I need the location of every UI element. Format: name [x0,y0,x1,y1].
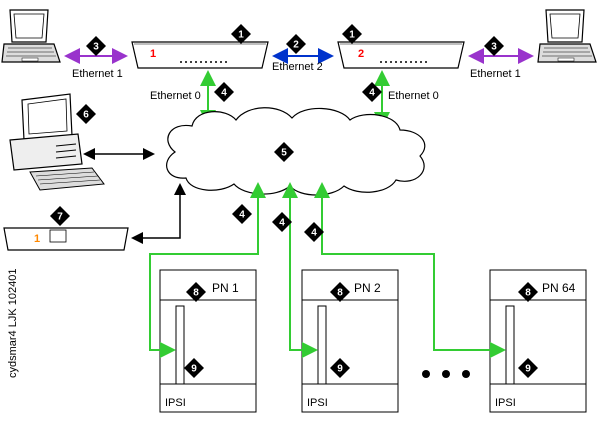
callout-link-c: 4 [304,222,324,242]
callout-number: 9 [191,364,197,375]
callout-pn1: 8 [186,282,206,302]
server-1: 1 [131,41,269,69]
ipsi-link-1 [149,182,266,358]
ups-link [131,183,186,244]
laptop-icon [537,9,597,63]
callout-eth1-left: 3 [86,36,106,56]
callout-ipsi64: 9 [518,358,538,378]
pn-label: PN 2 [354,281,381,295]
callout-pn2: 8 [330,282,350,302]
callout-number: 3 [93,42,99,53]
callout-number: 4 [239,210,245,221]
callout-network: 5 [274,142,294,162]
callout-pn64: 8 [518,282,538,302]
callout-link-b: 4 [272,212,292,232]
port-network-1: PN 1 IPSI [159,269,257,413]
callout-ups: 7 [50,206,70,226]
callout-number: 5 [281,148,287,159]
callout-number: 4 [311,228,317,239]
callout-server2: 1 [342,24,362,44]
callout-server1: 1 [231,24,251,44]
callout-number: 3 [491,42,497,53]
callout-number: 1 [349,30,355,41]
callout-link-a: 4 [232,204,252,224]
callout-number: 9 [337,364,343,375]
server-number: 2 [358,48,364,60]
server-number: 1 [150,48,156,60]
figure-id: cydsmar4 LJK 102401 [7,269,19,378]
pn-label: PN 64 [542,281,576,295]
callout-number: 4 [221,88,227,99]
ellipsis-dots [422,370,470,378]
callout-number: 1 [238,30,244,41]
callout-number: 8 [525,288,531,299]
ipsi-label: IPSI [495,397,516,409]
desktop-pc-icon [9,93,105,191]
callout-ipsi2: 9 [330,358,350,378]
callout-eth0-right: 4 [362,82,382,102]
callout-number: 8 [193,288,199,299]
ethernet0-label: Ethernet 0 [388,90,439,102]
callout-number: 7 [57,212,63,223]
callout-number: 9 [525,364,531,375]
callout-number: 2 [293,40,299,51]
pn-label: PN 1 [212,281,239,295]
ipsi-link-2 [282,182,318,358]
ethernet2-label: Ethernet 2 [272,61,323,73]
callout-ipsi1: 9 [184,358,204,378]
ipsi-label: IPSI [307,397,328,409]
ups-icon: 1 [3,227,129,251]
callout-number: 4 [279,218,285,229]
ethernet1-label: Ethernet 1 [470,68,521,80]
server-2: 2 [337,41,465,69]
ipsi-label: IPSI [165,397,186,409]
callout-eth2: 2 [286,34,306,54]
callout-number: 8 [337,288,343,299]
port-network-2: PN 2 IPSI [301,269,399,413]
callout-number: 4 [369,88,375,99]
callout-eth1-right: 3 [484,36,504,56]
callout-number: 6 [83,110,89,121]
ethernet1-label: Ethernet 1 [72,68,123,80]
network-cloud-icon [166,107,426,196]
callout-eth0-left: 4 [214,82,234,102]
ethernet0-label: Ethernet 0 [150,90,201,102]
port-network-64: PN 64 IPSI [489,269,587,413]
laptop-icon [1,9,61,63]
callout-pc: 6 [76,104,96,124]
ups-number: 1 [34,233,40,245]
